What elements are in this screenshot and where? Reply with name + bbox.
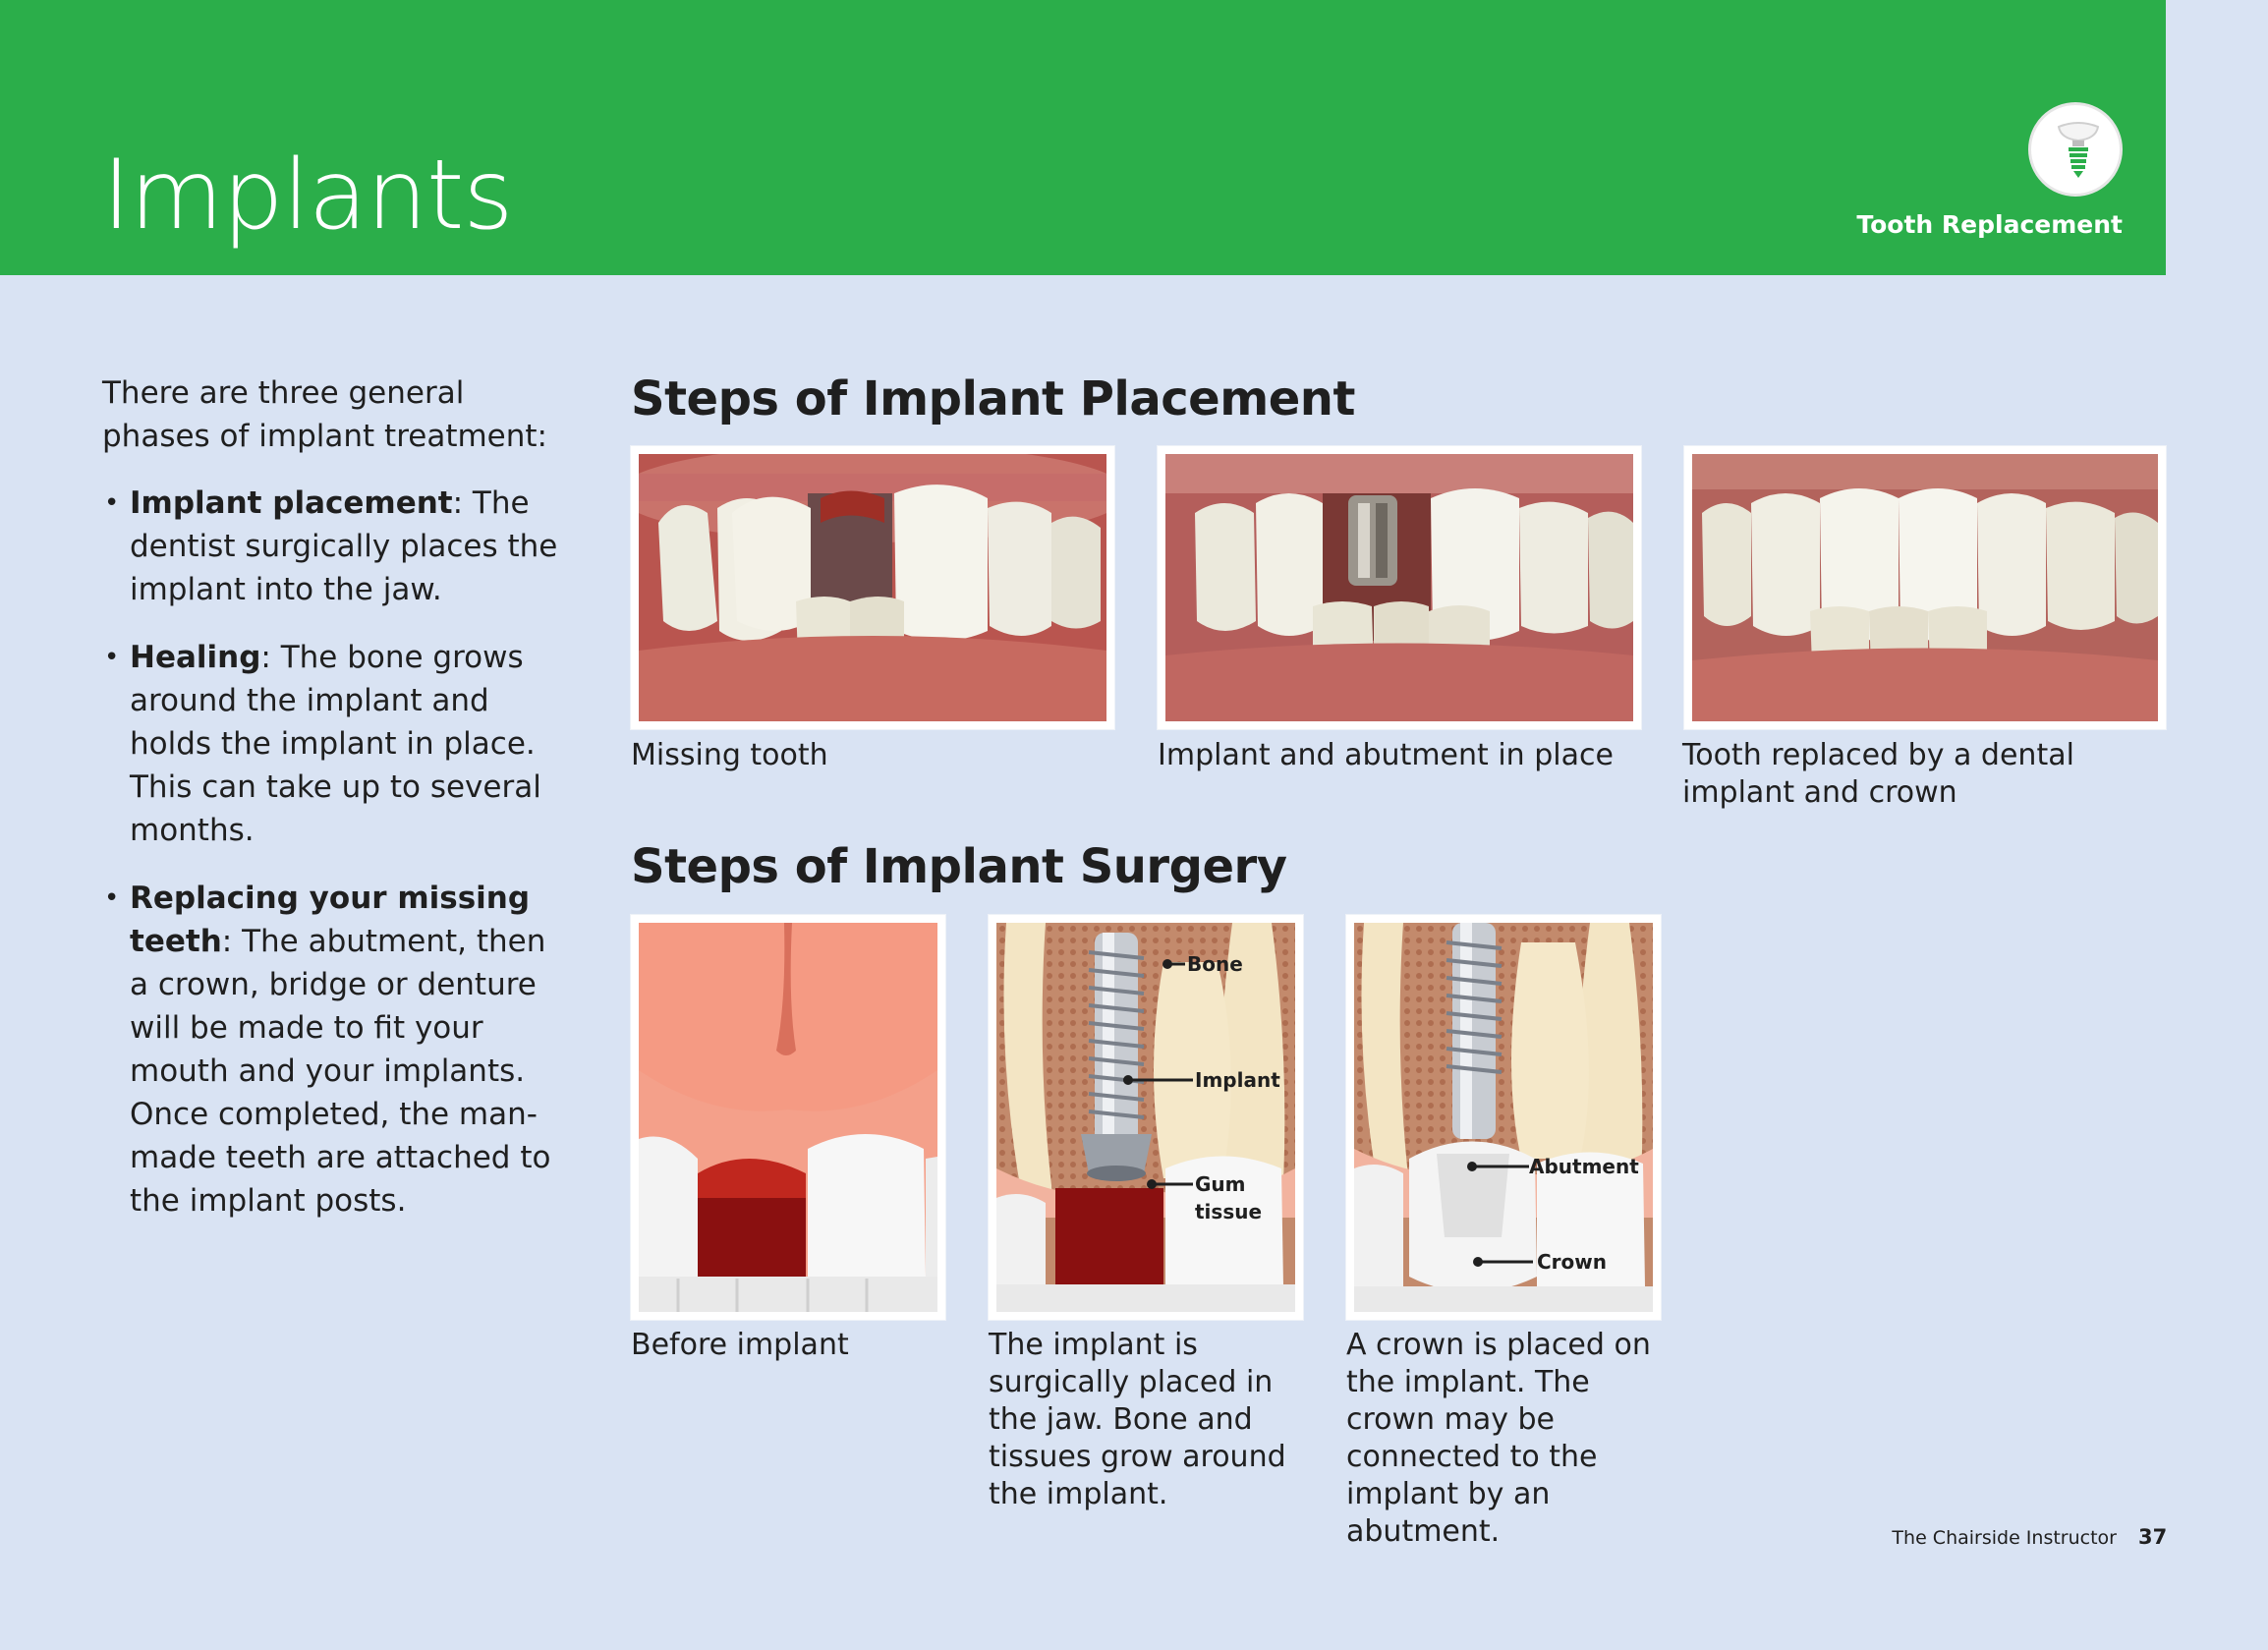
caption-before-implant: Before implant [631,1328,849,1362]
page-title: Implants [102,140,513,252]
list-item: • Healing: The bone grows around the imp… [102,636,574,852]
photo-implant-abutment [1158,446,1641,729]
caption-implant-placed: The implant is surgically placed in the … [989,1328,1286,1511]
bullet: • [104,643,120,672]
header-band: Implants Tooth Replacement [0,0,2166,275]
intro-lead: There are three general phases of implan… [102,375,547,454]
photo-missing-tooth [631,446,1114,729]
phase-text: : The abutment, then a crown, bridge or … [130,924,551,1219]
illustration-crown-placed: Abutment Crown [1346,915,1661,1320]
category-label: Tooth Replacement [1856,210,2123,239]
placement-heading: Steps of Implant Placement [631,371,1355,427]
photo-crown-replaced [1684,446,2166,729]
label-implant: Implant [1195,1068,1280,1092]
bullet: • [104,488,120,518]
phase-list: • Implant placement: The dentist surgica… [102,482,574,1223]
illustration-implant-placed: Bone Implant Gum tissue [989,915,1303,1320]
label-tissue: tissue [1195,1200,1262,1223]
label-abutment: Abutment [1529,1155,1639,1178]
phase-term: Implant placement [130,485,453,521]
caption-crown-placed: A crown is placed on the implant. The cr… [1346,1328,1651,1549]
illustration-before-implant [631,915,945,1320]
phase-term: Healing [130,640,261,675]
phase-text: : The bone grows around the implant and … [130,640,541,848]
label-bone: Bone [1187,952,1243,976]
dental-implant-icon [2028,102,2123,197]
list-item: • Implant placement: The dentist surgica… [102,482,574,611]
surgery-heading: Steps of Implant Surgery [631,839,1287,894]
phase-text: : The dentist surgically places the impl… [130,485,558,607]
intro-text: There are three general phases of implan… [102,371,574,1247]
label-gum: Gum [1195,1172,1246,1196]
publication-name: The Chairside Instructor [1892,1527,2117,1549]
label-crown: Crown [1537,1250,1607,1274]
phase-term: Replacing your missing teeth [130,881,531,959]
bullet: • [104,883,120,913]
caption-missing-tooth: Missing tooth [631,738,828,772]
caption-implant-abutment: Implant and abutment in place [1158,738,1614,772]
list-item: • Replacing your missing teeth: The abut… [102,877,574,1223]
page-number: 37 [2138,1525,2168,1549]
caption-crown-replaced: Tooth replaced by a dental implant and c… [1682,738,2074,810]
